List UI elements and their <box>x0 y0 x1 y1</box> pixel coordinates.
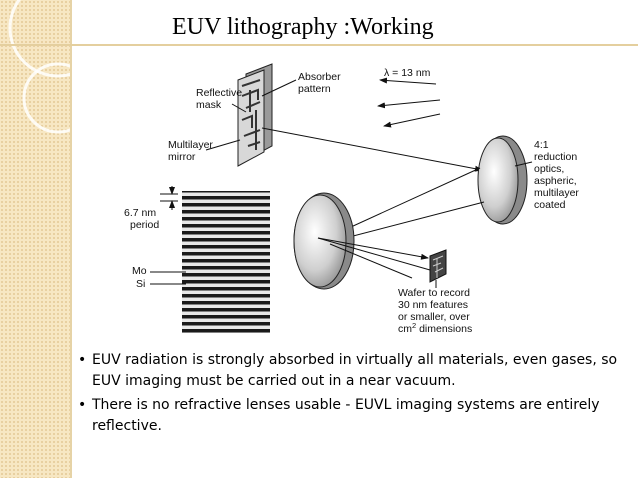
beam-to-mirror-a <box>339 167 481 233</box>
absorber-leader <box>261 79 297 97</box>
label-mirror: mirror <box>168 151 196 163</box>
label-aspheric: aspheric, <box>534 175 577 187</box>
bullet-glyph: • <box>78 352 87 368</box>
label-mo: Mo <box>132 265 147 277</box>
beam-to-mirror-b <box>329 201 485 243</box>
title-underline <box>0 44 638 46</box>
multilayer-image <box>182 191 270 333</box>
beam-to-wafer-b <box>317 237 431 271</box>
label-wafer-2: 30 nm features <box>398 299 468 311</box>
euv-diagram: Reflective mask Absorber pattern λ = 13 … <box>124 63 579 335</box>
reflective-mask <box>237 63 273 167</box>
label-wafer-cm: cm <box>398 323 412 335</box>
euv-ray-3 <box>383 113 441 128</box>
bullet-item: • EUV radiation is strongly absorbed in v… <box>78 350 630 392</box>
label-reflective: Reflective <box>196 87 242 99</box>
label-mask: mask <box>196 99 222 111</box>
reduction-optic <box>477 135 528 225</box>
mask-leader <box>231 103 247 113</box>
label-wafer-dims: dimensions <box>416 323 472 335</box>
beam-to-optics <box>261 127 483 172</box>
label-si: Si <box>136 278 145 290</box>
label-wafer-4: cm2 dimensions <box>398 321 472 335</box>
label-optics: optics, <box>534 163 564 175</box>
label-coated: coated <box>534 199 566 211</box>
optics-leader <box>514 161 533 167</box>
label-multilayer-coated: multilayer <box>534 187 579 199</box>
label-multilayer: Multilayer <box>168 139 213 151</box>
bullet-text: There is no refractive lenses usable - E… <box>92 397 600 434</box>
euv-ray-2 <box>377 99 441 109</box>
sidebar-edge <box>70 0 72 478</box>
beam-to-wafer-a <box>317 237 429 260</box>
label-wafer-1: Wafer to record <box>398 287 470 299</box>
label-period: period <box>130 219 159 231</box>
label-period-value: 6.7 nm <box>124 207 156 219</box>
label-wavelength: λ = 13 nm <box>384 67 431 79</box>
bullet-list: • EUV radiation is strongly absorbed in v… <box>78 350 630 440</box>
mirror-leader <box>205 139 241 151</box>
bullet-text: EUV radiation is strongly absorbed in vi… <box>92 352 618 389</box>
euv-ray-1 <box>379 77 437 85</box>
label-pattern: pattern <box>298 83 331 95</box>
label-wafer-3: or smaller, over <box>398 311 470 323</box>
beam-to-wafer-c <box>329 243 413 279</box>
bullet-glyph: • <box>78 397 87 413</box>
label-absorber: Absorber <box>298 71 341 83</box>
label-wafer-sup: 2 <box>412 321 416 330</box>
wafer <box>429 249 447 283</box>
secondary-mirror <box>293 192 355 290</box>
decorative-sidebar <box>0 0 108 478</box>
bullet-item: • There is no refractive lenses usable - … <box>78 395 630 437</box>
label-reduction: reduction <box>534 151 577 163</box>
slide-title: EUV lithography :Working <box>172 14 434 40</box>
label-ratio: 4:1 <box>534 139 549 151</box>
